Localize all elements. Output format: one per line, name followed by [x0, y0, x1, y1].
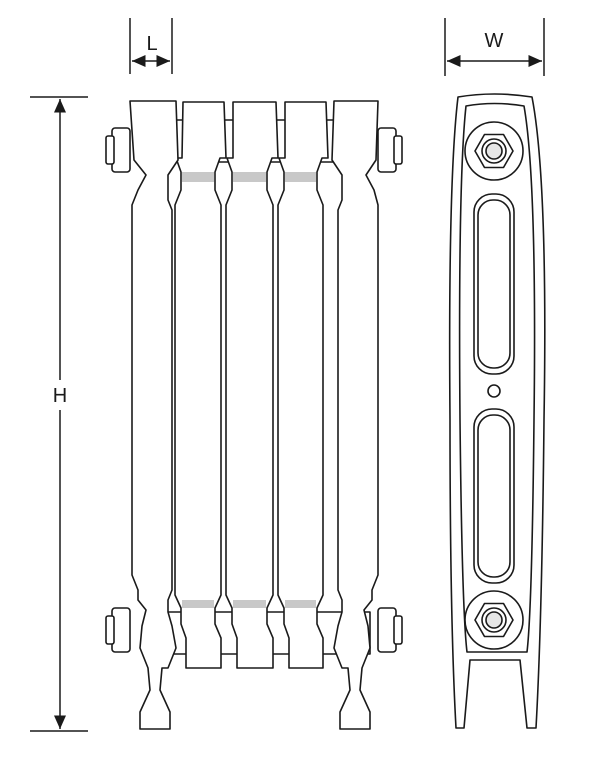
bottom-connection-nut [464, 590, 524, 650]
bushing-bottom-left [105, 607, 131, 653]
side-view [448, 93, 546, 729]
section-waist-shading [182, 172, 316, 608]
inspection-slot-lower [473, 408, 515, 584]
front-view [105, 100, 403, 730]
height-label: H [53, 385, 67, 407]
inspection-slot-upper [473, 193, 515, 375]
bushing-top-right [377, 127, 403, 173]
side-profile-inner-rim [458, 102, 536, 653]
radiator-section-2 [174, 101, 227, 669]
bushing-bottom-right [377, 607, 403, 653]
radiator-section-1-left-end [129, 100, 179, 730]
radiator-section-4 [277, 101, 329, 669]
inspection-slot-upper-inner [477, 199, 511, 369]
radiator-section-3 [225, 101, 279, 669]
top-connection-nut [464, 121, 524, 181]
height-dimension [30, 96, 88, 732]
length-dimension [129, 18, 173, 74]
radiator-section-5-right-end [331, 100, 379, 730]
width-dimension [444, 18, 545, 76]
inspection-slot-lower-inner [477, 414, 511, 578]
center-bolt-hole [487, 384, 501, 398]
length-label: L [146, 33, 157, 55]
width-label: W [485, 30, 504, 52]
bushing-top-left [105, 127, 131, 173]
